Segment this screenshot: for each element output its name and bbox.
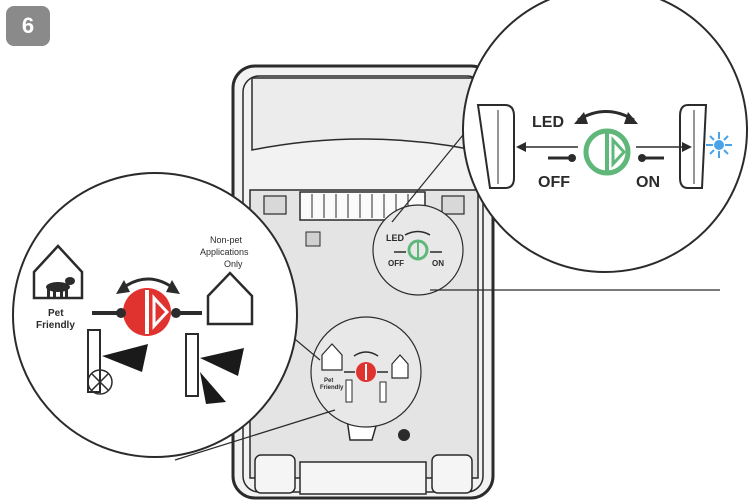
led-title: LED (532, 114, 564, 131)
board-nonpet-house-icon (391, 354, 409, 379)
nonpet-sensor-side-icon (185, 333, 199, 397)
nonpet-label-3: Only (224, 259, 243, 269)
pet-sensor-side-icon (87, 329, 101, 393)
nonpet-label-1: Non-pet (210, 235, 243, 245)
nonpet-house-icon (206, 271, 254, 326)
nonpet-detection-beam-lower (200, 372, 226, 404)
sensor-off-icon (476, 104, 515, 189)
led-off-label: OFF (538, 174, 570, 191)
board-pet-house-icon (321, 343, 343, 371)
nonpet-label-2: Applications (200, 247, 249, 257)
led-switch-dial[interactable] (583, 128, 631, 176)
nonpet-detection-beam-upper (200, 348, 244, 376)
board-led-title: LED (386, 233, 405, 243)
pet-callout: Pet Friendly Non-pet Applications Only (12, 172, 298, 458)
board-led-switch-area: LED OFF ON (372, 204, 464, 296)
board-pet-label-2: Friendly (320, 385, 344, 391)
led-light-icon (706, 132, 732, 158)
pet-label-2: Friendly (36, 320, 75, 331)
screw-hole (398, 429, 410, 441)
sensor-lens (251, 77, 475, 151)
no-pet-zone-icon (87, 369, 113, 395)
board-led-switch[interactable] (407, 239, 429, 261)
pet-switch-dial[interactable] (123, 288, 171, 336)
sensor-on-icon (679, 104, 708, 189)
step-number-badge: 6 (6, 6, 50, 46)
board-led-off-label: OFF (388, 259, 404, 268)
board-led-on-label: ON (432, 259, 444, 268)
pet-label-1: Pet (48, 308, 64, 319)
led-on-label: ON (636, 174, 660, 191)
board-pet-label-1: Pet (324, 378, 333, 384)
board-pet-switch-area: Pet Friendly (310, 316, 422, 428)
pet-detection-beam (102, 344, 148, 372)
dog-icon (46, 277, 75, 297)
board-connector (299, 191, 426, 221)
led-callout: LED OFF ON (462, 0, 748, 273)
